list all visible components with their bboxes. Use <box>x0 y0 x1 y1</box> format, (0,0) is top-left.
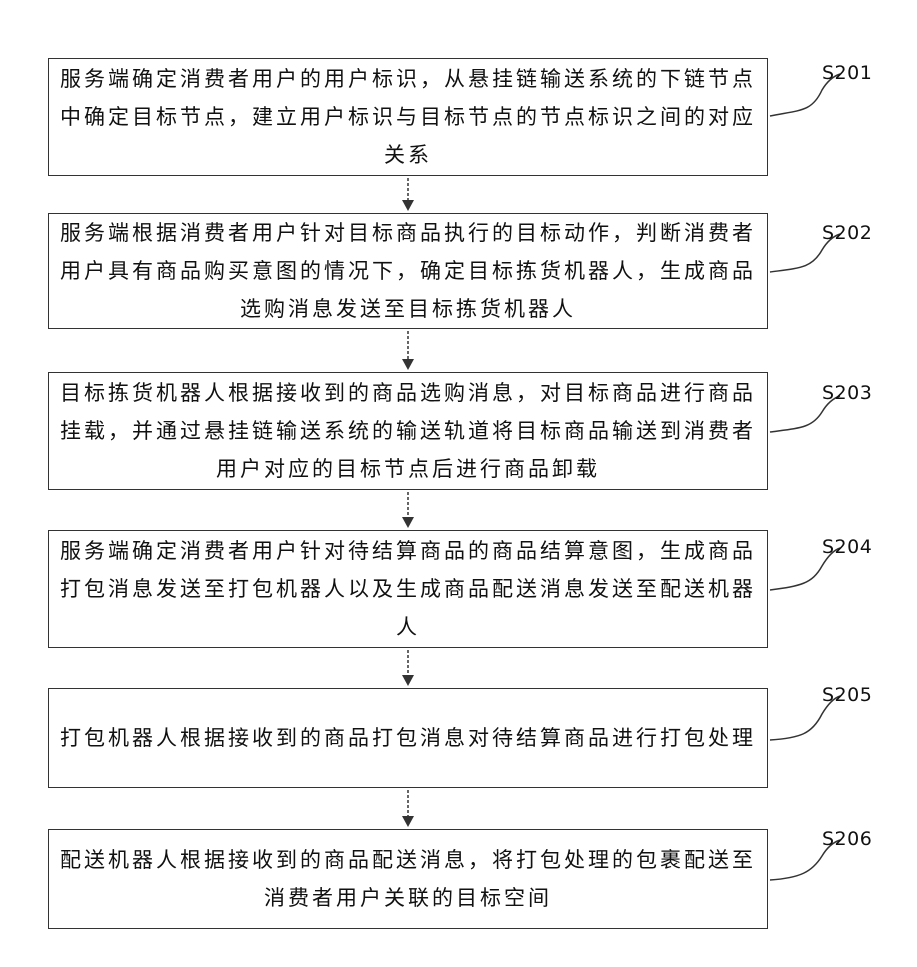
step-label-s206: S206 <box>822 828 872 850</box>
step-label-s203: S203 <box>822 382 872 404</box>
step-label-s204: S204 <box>822 536 872 558</box>
step-label-s201: S201 <box>822 62 872 84</box>
step-label-s202: S202 <box>822 222 872 244</box>
step-label-s205: S205 <box>822 684 872 706</box>
